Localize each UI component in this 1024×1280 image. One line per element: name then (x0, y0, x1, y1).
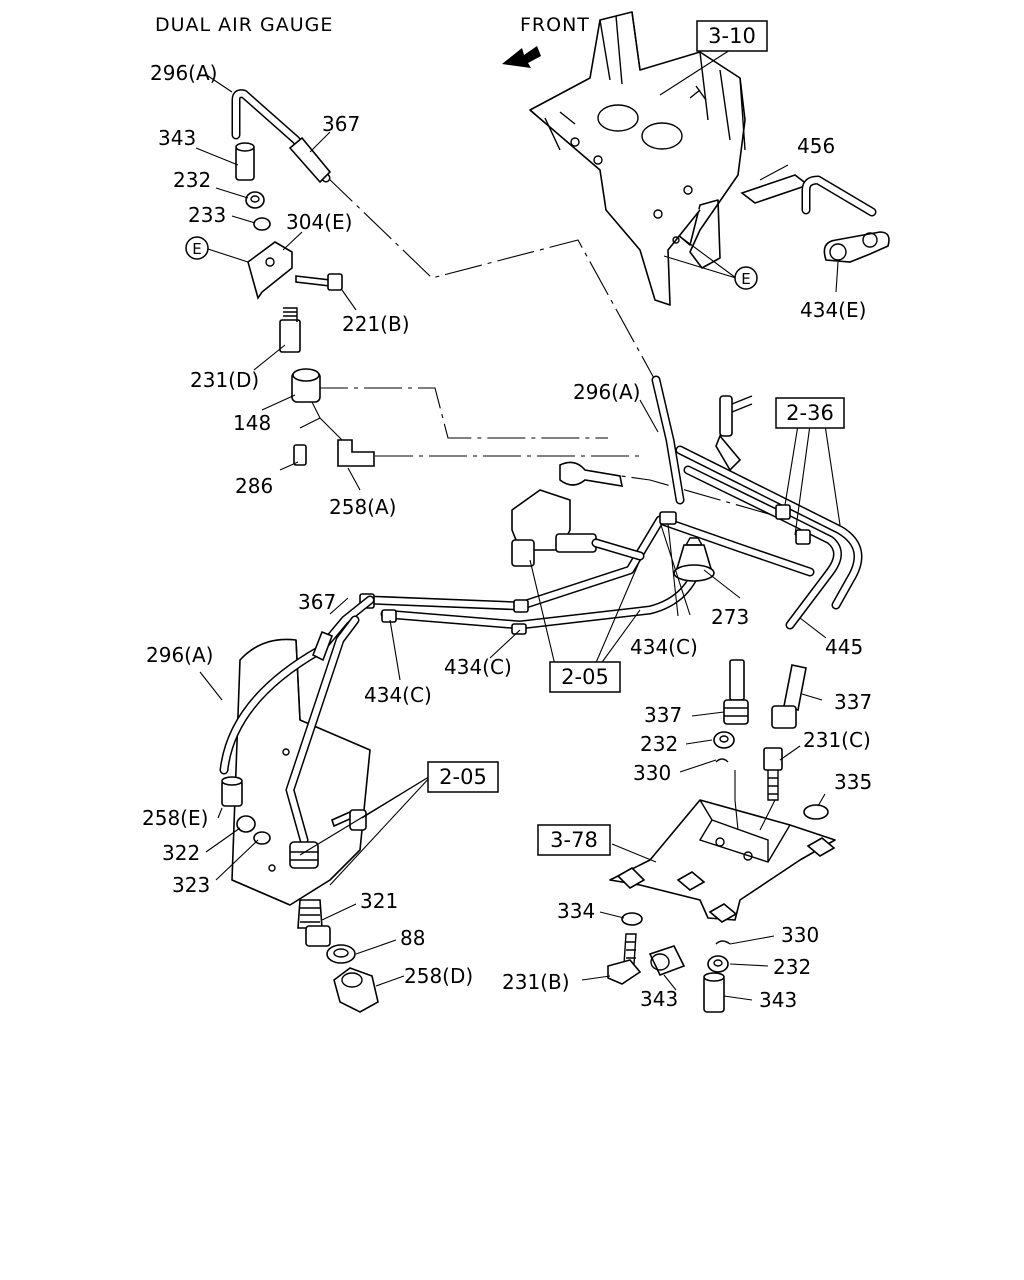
label-leaders (195, 49, 841, 1001)
label-232-lower: 232 (773, 955, 811, 979)
adapter-231c (763, 747, 783, 801)
washer-323 (253, 831, 271, 845)
label-296a: 296(A) (150, 61, 217, 85)
valve-273 (673, 537, 715, 582)
plug-286 (293, 444, 307, 466)
bracket-3-78 (609, 799, 836, 923)
label-343: 343 (158, 126, 196, 150)
label-343-lower: 343 (759, 988, 797, 1012)
label-258e: 258(E) (142, 806, 208, 830)
washer-334 (621, 912, 643, 926)
bolt-221b (295, 273, 343, 291)
label-337-left: 337 (644, 703, 682, 727)
label-258d: 258(D) (404, 964, 473, 988)
label-296a-mid: 296(A) (573, 380, 640, 404)
callout-e-left: E (185, 236, 209, 260)
svg-text:E: E (192, 240, 201, 258)
clip-330-lower (715, 940, 731, 945)
nut-232-upper (245, 191, 265, 209)
diagram-title: DUAL AIR GAUGE (155, 14, 333, 36)
oring-335 (803, 804, 829, 820)
svg-text:3-10: 3-10 (708, 24, 756, 48)
fitting-337-left (723, 659, 749, 725)
label-445: 445 (825, 635, 863, 659)
connector-258d (333, 967, 379, 1013)
label-88: 88 (400, 926, 425, 950)
label-322: 322 (162, 841, 200, 865)
label-434c: 434(C) (630, 635, 698, 659)
label-232-mid: 232 (640, 732, 678, 756)
gauge-fitting (289, 841, 319, 869)
fitting-231d (279, 307, 301, 353)
washer-233 (253, 217, 271, 231)
fitting-343-upper (235, 142, 255, 181)
label-221b: 221(B) (342, 312, 410, 336)
label-231b: 231(B) (502, 970, 570, 994)
label-232: 232 (173, 168, 211, 192)
adapter-321 (297, 899, 331, 947)
label-231c: 231(C) (803, 728, 871, 752)
clip-330-mid (715, 758, 729, 763)
label-434c-mid: 434(C) (444, 655, 512, 679)
label-343-mid: 343 (640, 987, 678, 1011)
label-367: 367 (322, 112, 360, 136)
label-286: 286 (235, 474, 273, 498)
ref-box-3-10: 3-10 (696, 20, 768, 52)
clip-434e (823, 231, 890, 263)
front-arrow-icon (502, 46, 541, 68)
ref-box-2-36: 2-36 (775, 397, 845, 429)
nut-232-mid (713, 731, 735, 749)
label-258a: 258(A) (329, 495, 396, 519)
nut-322 (236, 815, 256, 833)
pad-456 (740, 174, 810, 204)
label-148: 148 (233, 411, 271, 435)
ref-box-2-05-upper: 2-05 (549, 661, 621, 693)
washer-88 (326, 944, 356, 964)
label-434e: 434(E) (800, 298, 866, 322)
sleeve-367-upper (288, 136, 332, 184)
label-330-mid: 330 (633, 761, 671, 785)
label-334: 334 (557, 899, 595, 923)
ref-box-3-78: 3-78 (537, 824, 611, 856)
elbow-258a (337, 439, 375, 467)
label-335: 335 (834, 770, 872, 794)
label-456: 456 (797, 134, 835, 158)
svg-text:E: E (741, 270, 750, 288)
tee-148 (291, 368, 321, 403)
svg-text:3-78: 3-78 (550, 828, 598, 852)
bolt-upper-right (715, 395, 753, 472)
label-337-right: 337 (834, 690, 872, 714)
connector-fitting (511, 533, 597, 567)
label-273: 273 (711, 605, 749, 629)
fitting-337-right (771, 664, 807, 729)
fitting-258e (221, 776, 243, 807)
label-321: 321 (360, 889, 398, 913)
svg-text:2-05: 2-05 (439, 765, 487, 789)
fitting-343-mid (648, 945, 686, 977)
svg-text:2-36: 2-36 (786, 401, 834, 425)
label-231d: 231(D) (190, 368, 259, 392)
label-434c-lower: 434(C) (364, 683, 432, 707)
label-330-lower: 330 (781, 923, 819, 947)
label-233: 233 (188, 203, 226, 227)
sleeve-367-lower (311, 630, 334, 662)
elbow-231b (607, 933, 642, 985)
label-296a-lower: 296(A) (146, 643, 213, 667)
label-367-lower: 367 (298, 590, 336, 614)
callout-e-right: E (734, 266, 758, 290)
front-label: FRONT (520, 14, 590, 36)
svg-text:2-05: 2-05 (561, 665, 609, 689)
nut-232-lower (707, 955, 729, 973)
bracket-304e (247, 241, 293, 300)
fitting-343-lower (703, 972, 725, 1013)
label-323: 323 (172, 873, 210, 897)
part-labels: 296(A) 343 367 232 233 304(E) 221(B) 231… (142, 61, 872, 1012)
eye-fitting (559, 461, 624, 487)
ref-box-2-05-lower: 2-05 (427, 761, 499, 793)
label-304e: 304(E) (286, 210, 352, 234)
frame-bracket (529, 11, 746, 306)
